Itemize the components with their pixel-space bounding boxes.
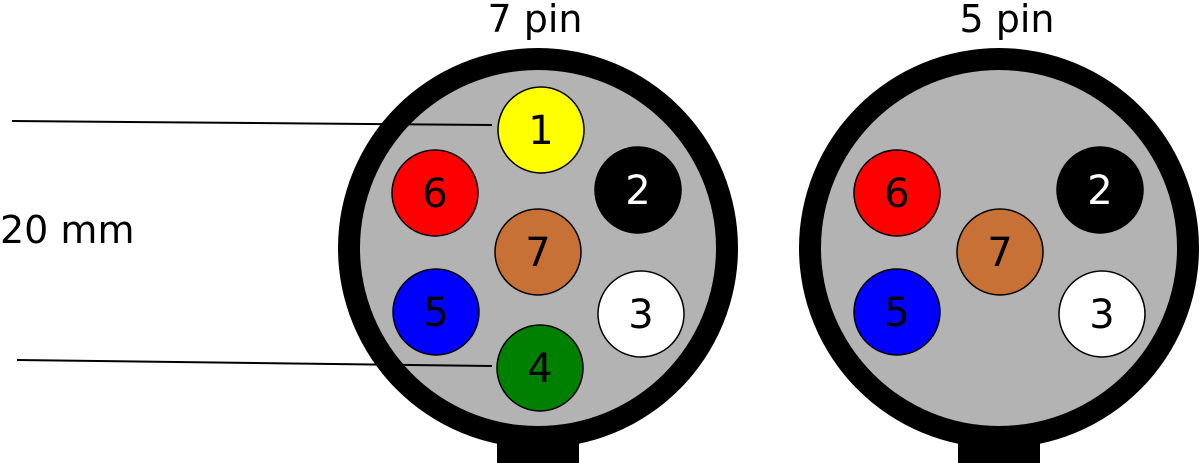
five-pin-connector: 5 pin 2 3 5 6 7 (799, 0, 1199, 463)
seven-pin-2-contact (594, 146, 682, 234)
seven-pin-2: 2 (594, 146, 682, 234)
seven-pin-6-label: 6 (422, 171, 447, 217)
five-pin-title: 5 pin (959, 0, 1054, 41)
dimension-line-top (11, 120, 493, 126)
five-pin-3: 3 (1058, 270, 1146, 358)
five-pin-7-label: 7 (987, 230, 1012, 276)
seven-pin-7-label: 7 (525, 230, 550, 276)
seven-pin-7: 7 (494, 208, 582, 296)
seven-pin-1: 1 (497, 86, 585, 174)
five-pin-6-label: 6 (884, 171, 909, 217)
seven-pin-connector: 7 pin 1 2 3 4 5 6 7 (11, 0, 738, 463)
seven-pin-7-contact (494, 208, 582, 296)
five-pin-6: 6 (853, 149, 941, 237)
seven-pin-6: 6 (391, 149, 479, 237)
seven-pin-3-label: 3 (628, 292, 653, 338)
seven-pin-5-label: 5 (423, 290, 448, 336)
seven-pin-5: 5 (392, 268, 480, 356)
five-pin-5-contact (853, 268, 941, 356)
dimension-label: 20 mm (0, 208, 134, 252)
seven-pin-1-label: 1 (528, 108, 553, 154)
five-pin-7: 7 (956, 208, 1044, 296)
seven-pin-4-contact (496, 324, 584, 412)
seven-pin-3: 3 (597, 270, 685, 358)
five-pin-2-contact (1056, 146, 1144, 234)
five-pin-7-contact (956, 208, 1044, 296)
dimension-line-bottom (16, 359, 493, 367)
five-pin-3-label: 3 (1089, 292, 1114, 338)
seven-pin-title: 7 pin (487, 0, 582, 41)
seven-pin-6-contact (391, 149, 479, 237)
five-pin-2-label: 2 (1087, 168, 1112, 214)
five-pin-3-contact (1058, 270, 1146, 358)
seven-pin-4: 4 (496, 324, 584, 412)
seven-pin-5-contact (392, 268, 480, 356)
five-pin-5: 5 (853, 268, 941, 356)
seven-pin-1-contact (497, 86, 585, 174)
seven-pin-3-contact (597, 270, 685, 358)
seven-pin-2-label: 2 (625, 168, 650, 214)
five-pin-2: 2 (1056, 146, 1144, 234)
five-pin-5-label: 5 (884, 290, 909, 336)
five-pin-6-contact (853, 149, 941, 237)
seven-pin-4-label: 4 (527, 346, 552, 392)
